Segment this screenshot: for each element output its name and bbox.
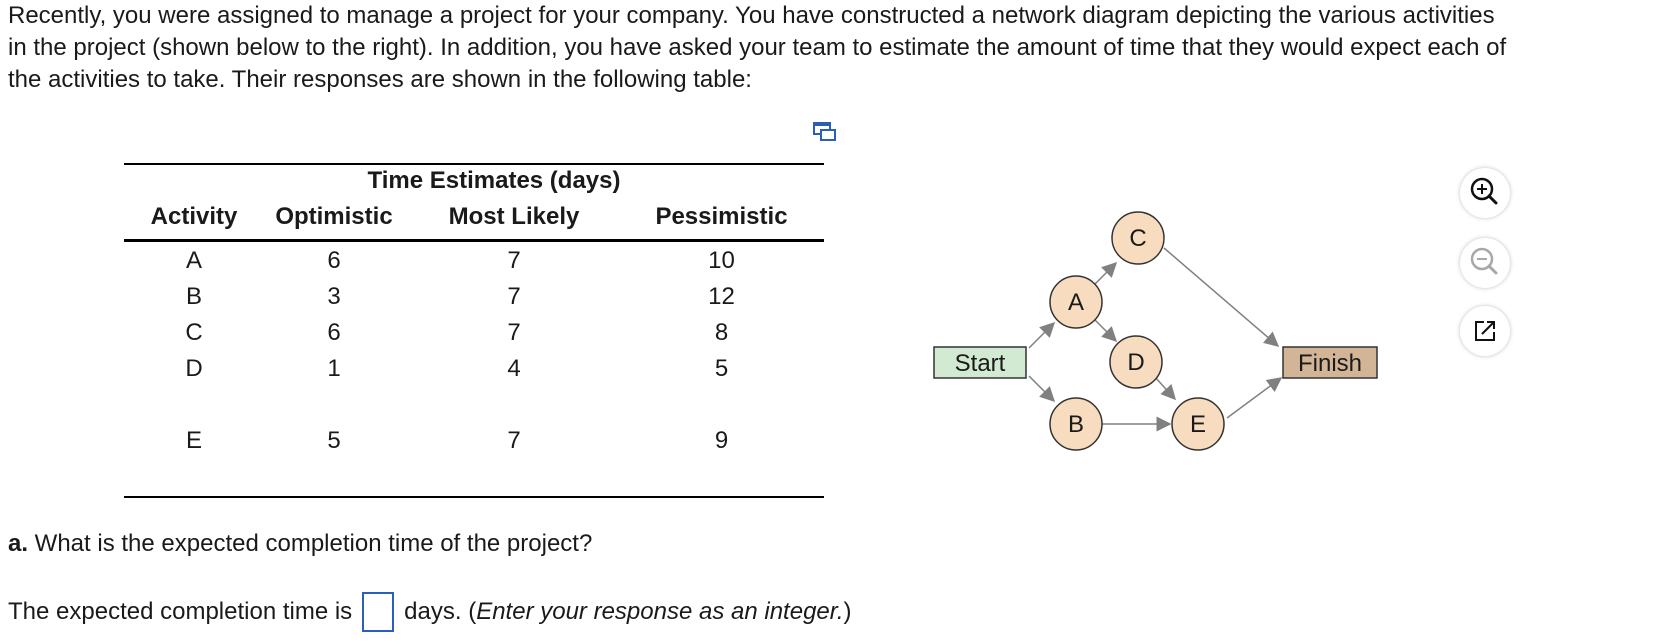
table-cell: 7: [507, 427, 521, 454]
node-c-label: C: [1129, 225, 1146, 252]
node-e-label: E: [1190, 411, 1206, 438]
table-header-rule: [124, 239, 824, 242]
node-c: [1111, 211, 1165, 265]
answer-after-box: days. (: [404, 598, 477, 625]
question-text: What is the expected completion time of …: [28, 530, 593, 557]
zoom-out-icon: [1470, 247, 1498, 275]
table-top-rule: [124, 163, 824, 165]
zoom-out-button[interactable]: [1460, 238, 1510, 288]
col-header-most-likely: Most Likely: [448, 203, 580, 230]
node-b-label: B: [1068, 411, 1084, 438]
edge-e-finish: [1226, 377, 1283, 419]
edge-d-e: [1153, 375, 1177, 401]
table-cell: 6: [327, 319, 341, 346]
group-header: Time Estimates (days): [367, 167, 621, 194]
table-cell: A: [185, 247, 202, 274]
popout-icon: [1475, 321, 1495, 341]
problem-intro: Recently, you were assigned to manage a …: [8, 0, 1658, 96]
finish-box: [1282, 346, 1378, 379]
table-cell: 7: [507, 319, 521, 346]
intro-line-3: the activities to take. Their responses …: [8, 66, 752, 93]
table-cell: 4: [507, 355, 521, 382]
table-cell: D: [185, 355, 203, 382]
answer-input[interactable]: [362, 592, 395, 632]
node-b: [1049, 397, 1103, 451]
edge-a-c: [1091, 261, 1118, 288]
node-a: [1049, 275, 1103, 329]
edge-start-b: [1028, 375, 1056, 403]
table-cell: 7: [507, 247, 521, 274]
node-d: [1109, 335, 1163, 389]
start-label: Start: [955, 350, 1006, 377]
edge-c-finish: [1163, 247, 1280, 347]
intro-line-2: in the project (shown below to the right…: [8, 34, 1507, 61]
table-cell: 9: [714, 427, 729, 454]
table-cell: 12: [708, 283, 735, 310]
col-header-activity: Activity: [150, 203, 238, 230]
start-box: [933, 346, 1027, 379]
table-cell: 8: [714, 319, 729, 346]
zoom-in-icon: [1470, 177, 1498, 205]
col-header-optimistic: Optimistic: [275, 203, 393, 230]
question-a: a. What is the expected completion time …: [8, 530, 592, 558]
finish-label: Finish: [1298, 350, 1362, 377]
table-cell: 5: [327, 427, 341, 454]
table-cell: 7: [507, 283, 521, 310]
popout-button[interactable]: [1460, 306, 1510, 356]
question-label: a.: [8, 530, 29, 557]
zoom-in-button[interactable]: [1460, 168, 1510, 218]
edge-a-d: [1091, 316, 1118, 343]
network-diagram-svg: Start Finish A B C D E: [933, 211, 1378, 451]
intro-line-1: Recently, you were assigned to manage a …: [8, 2, 1495, 29]
table-cell: 5: [714, 355, 729, 382]
answer-closing: ): [843, 598, 852, 625]
network-diagram: Start Finish A B C D E: [930, 200, 1390, 470]
table-cell: B: [185, 283, 202, 310]
node-a-label: A: [1068, 289, 1084, 316]
edge-start-a: [1028, 321, 1056, 349]
table-cell: 1: [327, 355, 341, 382]
table-cell: E: [185, 427, 202, 454]
table-cell: 6: [327, 247, 341, 274]
table-bottom-rule: [124, 496, 824, 498]
answer-instruction: Enter your response as an integer.: [476, 598, 844, 625]
copy-table-icon[interactable]: [812, 120, 838, 144]
table-cell: C: [185, 319, 203, 346]
node-e: [1171, 397, 1225, 451]
answer-prefix: The expected completion time is: [8, 598, 353, 625]
table-cell: 10: [708, 247, 735, 274]
answer-line: The expected completion time is days. (E…: [8, 592, 852, 632]
node-d-label: D: [1127, 349, 1144, 376]
col-header-pessimistic: Pessimistic: [655, 203, 788, 230]
table-cell: 3: [327, 283, 341, 310]
